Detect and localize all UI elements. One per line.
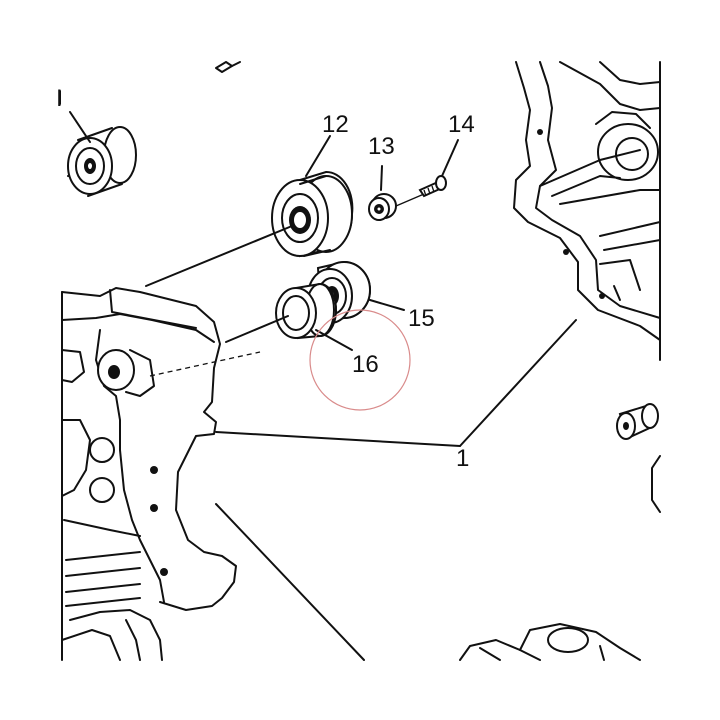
label-13: 13 — [368, 133, 395, 160]
label-12: 12 — [322, 111, 349, 138]
label-partial-top-left: I — [56, 85, 63, 112]
bushing-16 — [225, 282, 353, 351]
highlight-circle — [309, 309, 411, 411]
label-1: 1 — [456, 445, 469, 472]
housing-right — [513, 61, 661, 361]
screw-14 — [395, 139, 459, 207]
shaft-lower-right — [459, 623, 641, 661]
diagonal-guide-line — [215, 503, 365, 661]
small-bolt-top — [215, 61, 241, 73]
washer-13 — [368, 165, 397, 221]
leader-1-right — [459, 319, 577, 447]
leader-1-left — [215, 431, 461, 447]
housing-left — [61, 287, 261, 661]
label-14: 14 — [448, 111, 475, 138]
label-16: 16 — [352, 351, 379, 378]
bearing-top-left — [59, 90, 137, 197]
bearing-12 — [145, 135, 354, 287]
dowel-pin — [616, 403, 661, 513]
label-15: 15 — [408, 305, 435, 332]
